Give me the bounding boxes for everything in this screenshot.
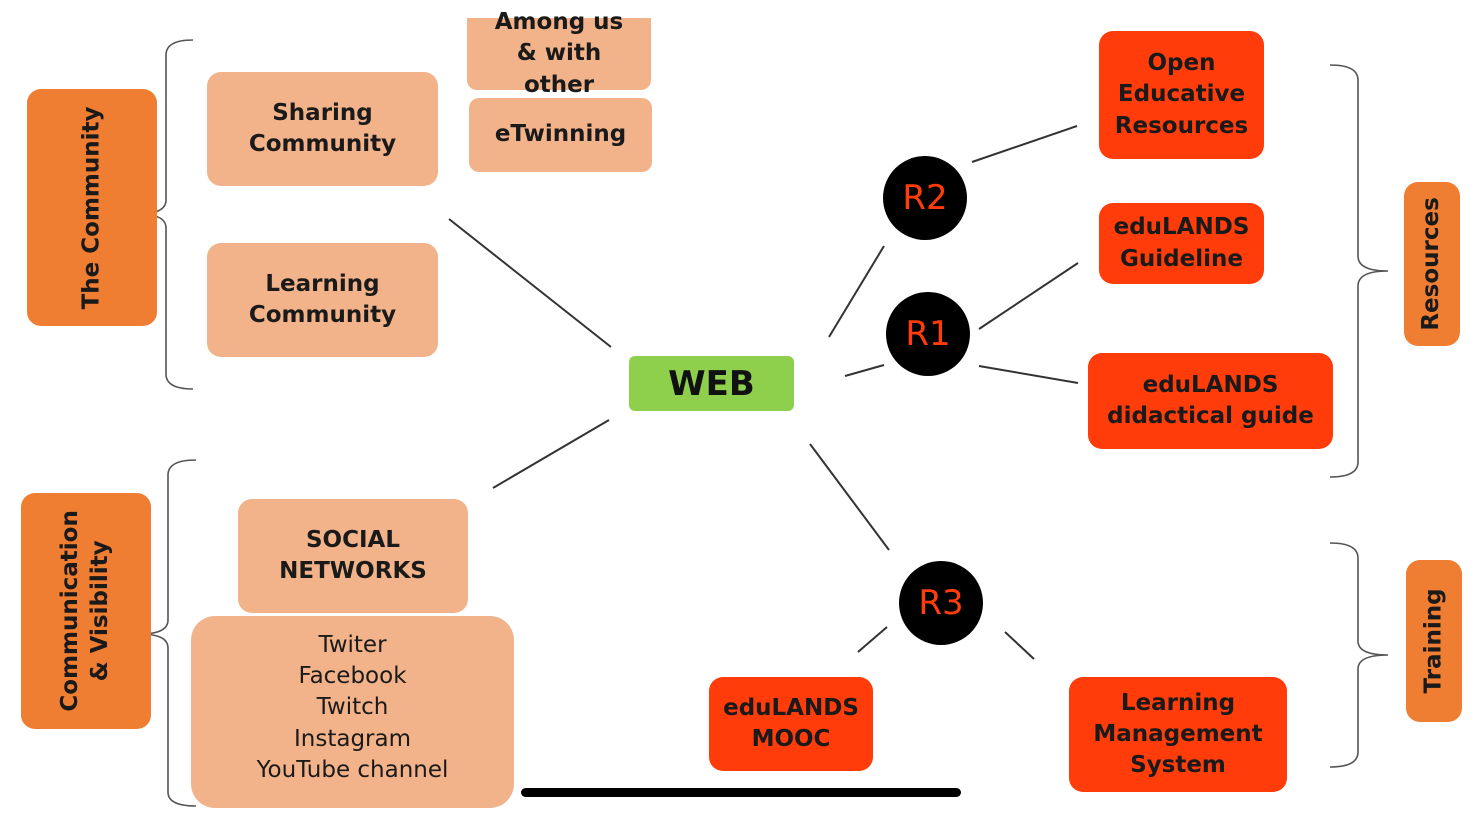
r3-node: R3 (899, 561, 983, 645)
network-item-youtube: YouTube channel (256, 756, 449, 783)
learning-management-system-label: Learning Management System (1093, 689, 1263, 779)
open-educative-resources-box: Open Educative Resources (1099, 31, 1264, 159)
r2-node: R2 (883, 156, 967, 240)
edulands-mooc-label: eduLANDS MOOC (723, 694, 859, 752)
connector-web-r1 (844, 364, 885, 377)
edulands-didactical-guide-label: eduLANDS didactical guide (1107, 371, 1314, 429)
r1-node: R1 (886, 292, 970, 376)
r2-label: R2 (902, 178, 948, 218)
category-the-community-label: The Community (78, 106, 105, 309)
learning-community-box: Learning Community (207, 243, 438, 357)
web-label: WEB (668, 363, 755, 404)
social-networks-label: SOCIAL NETWORKS (279, 526, 427, 584)
network-item-facebook: Facebook (298, 663, 407, 690)
category-resources: Resources (1404, 182, 1460, 346)
among-us-label: Among us & with other (494, 9, 624, 98)
open-educative-resources-label: Open Educative Resources (1114, 50, 1249, 139)
learning-management-system-box: Learning Management System (1069, 677, 1287, 792)
connector-r1-didactical (978, 365, 1079, 384)
category-training: Training (1406, 560, 1462, 722)
connector-web-r2 (828, 245, 885, 338)
connector-web-r3 (809, 443, 890, 551)
sharing-community-label: Sharing Community (248, 99, 397, 157)
etwinning-label: eTwinning (494, 121, 627, 148)
connector-r1-guideline (978, 262, 1079, 330)
etwinning-box: eTwinning (469, 98, 652, 172)
web-node: WEB (629, 356, 794, 411)
network-item-twiter: Twiter (318, 632, 387, 659)
connector-r2-oer (971, 125, 1078, 163)
edulands-didactical-guide-box: eduLANDS didactical guide (1088, 353, 1333, 449)
r1-label: R1 (905, 314, 951, 354)
connector-r3-mooc (857, 626, 888, 653)
edulands-mooc-box: eduLANDS MOOC (709, 677, 873, 771)
network-item-instagram: Instagram (293, 725, 411, 752)
category-resources-label: Resources (1418, 197, 1445, 331)
bracket-resources (1329, 64, 1389, 478)
sharing-community-box: Sharing Community (207, 72, 438, 186)
among-us-box: Among us & with other (467, 9, 651, 98)
home-indicator-bar (521, 788, 961, 797)
networks-list-box: Twiter Facebook Twitch Instagram YouTube… (191, 616, 514, 808)
connector-web-community (448, 218, 612, 348)
connector-r3-lms (1004, 631, 1035, 660)
learning-community-label: Learning Community (248, 270, 397, 328)
network-item-twitch: Twitch (316, 694, 389, 721)
r3-label: R3 (918, 583, 964, 623)
connector-web-social (492, 419, 610, 489)
bracket-training (1329, 542, 1389, 768)
edulands-guideline-box: eduLANDS Guideline (1099, 203, 1264, 284)
category-the-community: The Community (27, 89, 157, 326)
edulands-guideline-label: eduLANDS Guideline (1113, 214, 1250, 272)
social-networks-box: SOCIAL NETWORKS (238, 499, 468, 613)
category-communication: Communication & Visibility (21, 493, 151, 729)
category-communication-label: Communication & Visibility (57, 510, 114, 712)
category-training-label: Training (1420, 588, 1447, 694)
